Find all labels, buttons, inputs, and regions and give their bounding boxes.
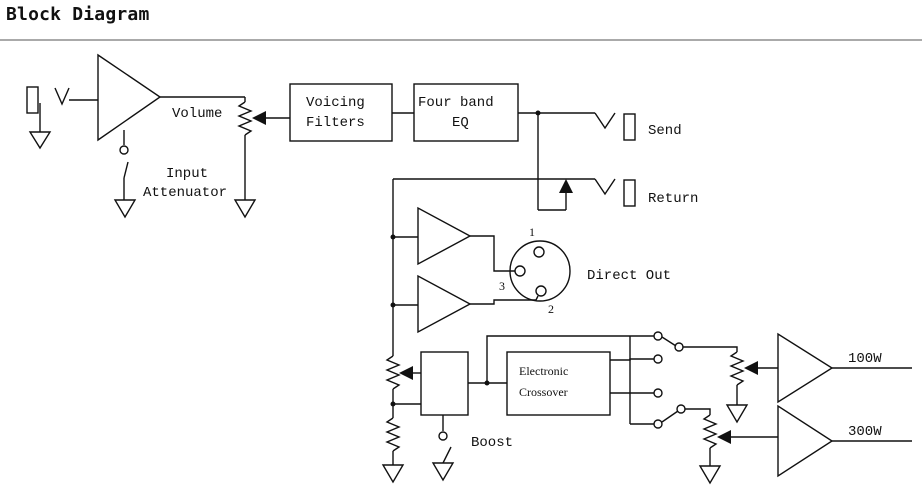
boost-pot: [385, 355, 421, 418]
send-jack: [623, 113, 636, 141]
output-100w-label: 100W: [848, 351, 882, 367]
output-300w-label: 300W: [848, 424, 882, 440]
input-ground-icon: [28, 131, 52, 150]
power-amp-100w: [777, 332, 834, 404]
filters-label: Filters: [306, 115, 365, 131]
return-path: [393, 113, 595, 211]
page-title: Block Diagram: [6, 4, 150, 25]
ground-100w-icon: [725, 404, 749, 424]
crossover-label-1: Electronic: [519, 364, 568, 378]
electronic-crossover-block: [506, 351, 611, 416]
input-label: Input: [166, 166, 208, 182]
pot-100w: [729, 351, 778, 405]
return-label: Return: [648, 191, 698, 207]
input-jack: [26, 86, 70, 132]
ground-resistor: [385, 417, 401, 465]
ground-300w-icon: [698, 465, 722, 485]
bypass-wire: [486, 335, 657, 383]
switch-300w: [653, 388, 711, 429]
volume-pot: [237, 97, 266, 200]
send-label: Send: [648, 123, 682, 139]
input-amplifier: [97, 53, 162, 142]
attenuator-label: Attenuator: [143, 185, 227, 201]
power-amp-300w: [777, 404, 834, 478]
volume-label: Volume: [172, 106, 222, 122]
direct-amp-2: [417, 274, 472, 334]
direct-out-xlr-connector: [470, 235, 571, 305]
boost-label: Boost: [471, 435, 513, 451]
voicing-label: Voicing: [306, 95, 365, 111]
pin-1-label: 1: [529, 225, 535, 239]
direct-amp-1: [417, 206, 472, 266]
pot-ground-icon: [381, 464, 405, 484]
boost-block: [420, 351, 469, 416]
send-jack-tip: [594, 112, 616, 130]
pot-300w: [702, 414, 778, 466]
boost-switch: [438, 415, 452, 464]
eq-label-2: EQ: [452, 115, 469, 131]
eq-label-1: Four band: [418, 95, 494, 111]
input-attenuator-switch: [113, 130, 137, 219]
four-band-eq-block: [413, 83, 519, 142]
crossover-label-2: Crossover: [519, 385, 568, 399]
volume-ground-icon: [233, 199, 257, 219]
voicing-filters-block: [289, 83, 393, 142]
pin-2-label: 2: [548, 302, 554, 316]
boost-ground-icon: [431, 462, 455, 482]
direct-out-label: Direct Out: [587, 268, 671, 284]
crossover-high-out: [610, 358, 654, 361]
return-jack-tip: [594, 178, 616, 196]
pin-3-label: 3: [499, 279, 505, 293]
switch-100w: [653, 331, 738, 364]
return-jack: [623, 179, 636, 207]
